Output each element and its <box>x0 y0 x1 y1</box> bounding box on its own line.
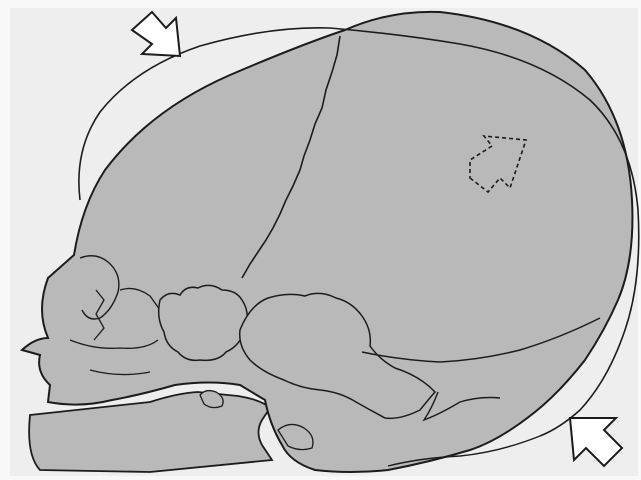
skull-comparison-figure <box>0 0 641 480</box>
skull-diagram <box>0 0 641 480</box>
